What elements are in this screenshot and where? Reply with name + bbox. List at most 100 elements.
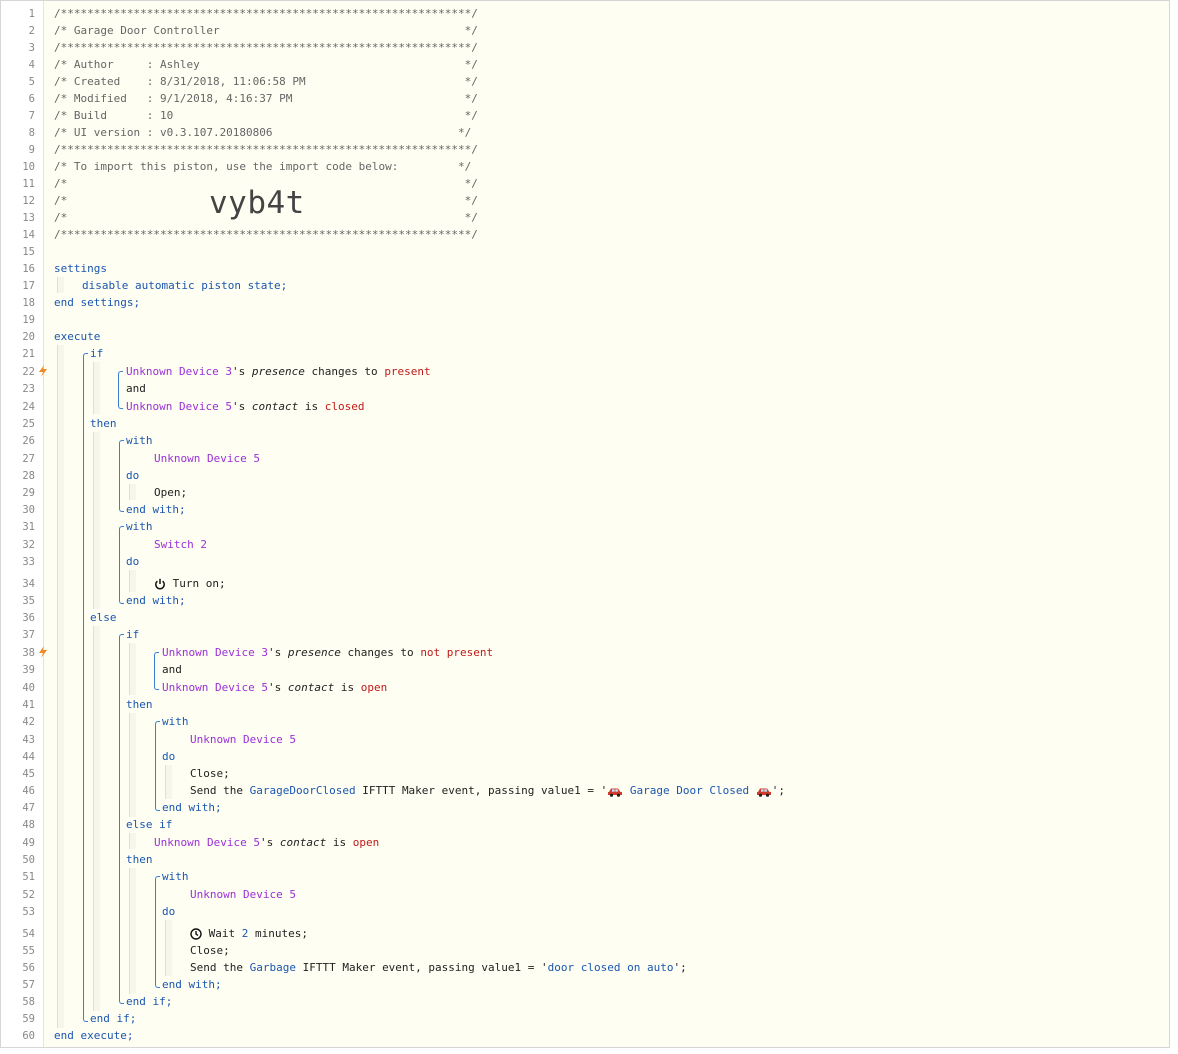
line-number: 1 <box>28 8 35 20</box>
event-name: Garbage <box>249 961 296 974</box>
device-name[interactable]: Unknown Device 3 <box>162 646 268 659</box>
line-number: 5 <box>28 76 35 88</box>
value-text: present <box>384 365 431 378</box>
line-number: 43 <box>22 734 35 746</box>
with-keyword: with <box>126 434 153 447</box>
line-number: 22 <box>22 366 35 378</box>
line-number: 30 <box>22 504 35 516</box>
import-code[interactable]: vyb4t <box>209 185 305 221</box>
line-number: 45 <box>22 768 35 780</box>
end-execute-keyword: end execute; <box>54 1029 134 1042</box>
with-keyword: with <box>162 870 189 883</box>
line-number: 50 <box>22 854 35 866</box>
command-text: Send the <box>190 784 243 797</box>
with-block-bracket <box>155 721 160 811</box>
end-if-keyword: end if; <box>126 995 173 1008</box>
command-open[interactable]: Open; <box>154 486 188 499</box>
device-name[interactable]: Unknown Device 5 <box>190 733 296 746</box>
command-text: Turn on; <box>172 577 226 590</box>
line-number: 57 <box>22 979 35 991</box>
line-number: 37 <box>22 629 35 641</box>
line-number: 8 <box>28 127 35 139</box>
line-number: 14 <box>22 229 35 241</box>
line-number: 32 <box>22 539 35 551</box>
operator-text: changes to <box>311 365 378 378</box>
line-number: 4 <box>28 59 35 71</box>
line-number: 59 <box>22 1013 35 1025</box>
end-with-keyword: end with; <box>126 594 186 607</box>
comment-rule: /***************************************… <box>54 143 478 156</box>
and-operator: and <box>162 663 182 676</box>
end-settings-keyword: end settings; <box>54 296 141 309</box>
line-number: 26 <box>22 435 35 447</box>
else-if-keyword: else if <box>126 818 173 831</box>
end-with-keyword: end with; <box>162 801 222 814</box>
line-number: 7 <box>28 110 35 122</box>
condition-line[interactable]: Unknown Device 5's contact is open <box>162 680 387 696</box>
command-text: Wait <box>208 927 236 940</box>
device-name[interactable]: Unknown Device 5 <box>126 400 232 413</box>
comment-ui-version: /* UI version : v0.3.107.20180806 */ <box>54 126 472 139</box>
with-block-bracket <box>119 526 124 604</box>
with-block-bracket <box>155 876 160 988</box>
car-icon <box>608 788 623 797</box>
line-number: 46 <box>22 785 35 797</box>
line-number: 25 <box>22 418 35 430</box>
command-wait[interactable]: Wait 2 minutes; <box>190 926 308 942</box>
indent-bar <box>129 643 136 695</box>
line-number: 3 <box>28 42 35 54</box>
condition-bracket <box>118 371 123 409</box>
operator-text: is <box>340 681 355 694</box>
device-name[interactable]: Unknown Device 5 <box>154 836 260 849</box>
line-number: 12 <box>22 195 35 207</box>
attribute-name: contact <box>279 836 327 849</box>
line-number: 39 <box>22 664 35 676</box>
line-number: 56 <box>22 962 35 974</box>
line-number: 55 <box>22 945 35 957</box>
condition-line[interactable]: Unknown Device 5's contact is open <box>154 835 379 851</box>
line-number: 2 <box>28 25 35 37</box>
device-name[interactable]: Unknown Device 5 <box>190 888 296 901</box>
device-name[interactable]: Switch 2 <box>154 538 207 551</box>
indent-bar <box>93 432 100 609</box>
command-turn-on[interactable]: Turn on; <box>154 576 226 592</box>
condition-bracket <box>154 652 159 690</box>
device-name[interactable]: Unknown Device 3 <box>126 365 232 378</box>
condition-line[interactable]: Unknown Device 3's presence changes to n… <box>162 645 493 661</box>
clock-icon <box>190 928 202 940</box>
indent-bar <box>93 626 100 1011</box>
value-text: closed <box>324 400 365 413</box>
comment-modified: /* Modified : 9/1/2018, 4:16:37 PM */ <box>54 92 478 105</box>
line-number: 60 <box>22 1030 35 1042</box>
condition-line[interactable]: Unknown Device 3's presence changes to p… <box>126 364 431 380</box>
comment-rule: /***************************************… <box>54 7 478 20</box>
line-number: 17 <box>22 280 35 292</box>
indent-bar <box>129 833 136 849</box>
with-block-bracket <box>119 440 124 512</box>
with-keyword: with <box>162 715 189 728</box>
attribute-name: contact <box>251 400 299 413</box>
trigger-bolt-icon <box>39 365 47 377</box>
indent-bar <box>57 277 64 293</box>
comment-rule: /***************************************… <box>54 228 478 241</box>
line-number: 29 <box>22 487 35 499</box>
device-name[interactable]: Unknown Device 5 <box>162 681 268 694</box>
line-number: 40 <box>22 682 35 694</box>
comment-author: /* Author : Ashley */ <box>54 58 478 71</box>
line-number: 35 <box>22 595 35 607</box>
comment-build: /* Build : 10 */ <box>54 109 478 122</box>
command-send-ifttt[interactable]: Send the GarageDoorClosed IFTTT Maker ev… <box>190 783 785 799</box>
condition-line[interactable]: Unknown Device 5's contact is closed <box>126 399 364 415</box>
line-number: 28 <box>22 470 35 482</box>
indent-bar <box>93 362 100 414</box>
command-close[interactable]: Close; <box>190 944 230 957</box>
command-send-ifttt[interactable]: Send the Garbage IFTTT Maker event, pass… <box>190 960 687 976</box>
command-close[interactable]: Close; <box>190 767 230 780</box>
event-name: GarageDoorClosed <box>249 784 356 797</box>
indent-bar <box>129 868 136 994</box>
settings-keyword: settings <box>54 262 107 275</box>
command-text: '; <box>673 961 687 974</box>
device-name[interactable]: Unknown Device 5 <box>154 452 260 465</box>
